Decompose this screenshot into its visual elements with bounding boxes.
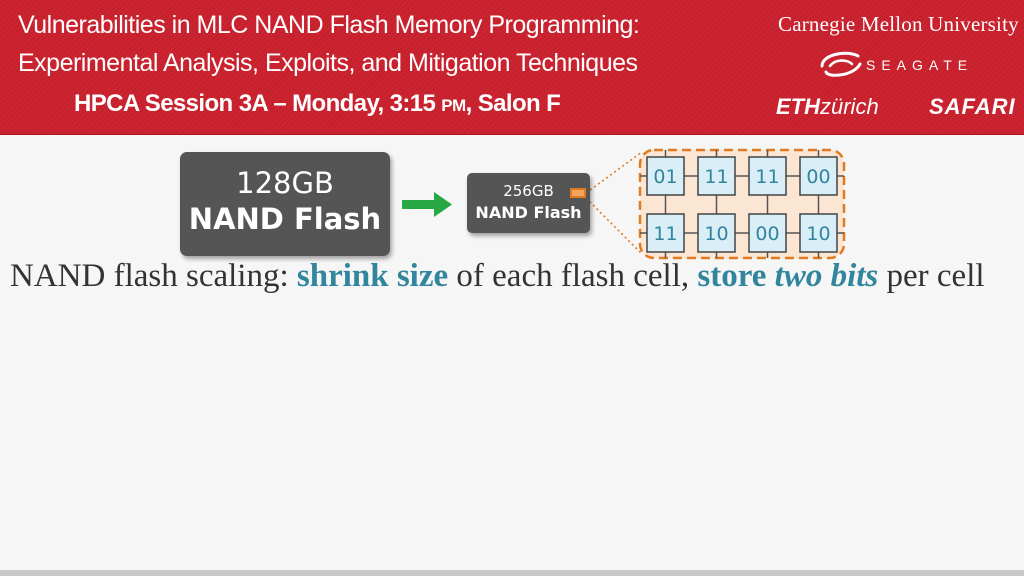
chip-256gb-capacity: 256GB: [503, 182, 554, 200]
flash-cell: 00: [748, 213, 787, 253]
caption-highlight-store: store: [697, 258, 775, 294]
chip-128gb-label: NAND Flash: [188, 202, 382, 236]
cell-array-callout: [638, 148, 846, 260]
session-main: HPCA Session 3A – Monday, 3:15: [74, 90, 442, 117]
flash-cell: 01: [646, 156, 685, 196]
flash-cell-box: [697, 156, 736, 196]
flash-cell: 11: [748, 156, 787, 196]
flash-cell-bits: 10: [704, 223, 728, 245]
caption-highlight-shrink: shrink size: [296, 258, 449, 294]
chip-256gb: 256GB NAND Flash: [467, 173, 590, 233]
slide-caption: NAND flash scaling: shrink size of each …: [10, 258, 985, 295]
bottom-bar: [0, 570, 1024, 576]
caption-highlight-two-bits: two bits: [774, 258, 879, 294]
flash-cell: 00: [799, 156, 838, 196]
title-banner: Vulnerabilities in MLC NAND Flash Memory…: [0, 0, 1024, 135]
callout-line-bottom: [585, 197, 643, 255]
flash-cell-bits: 00: [806, 166, 830, 188]
flash-cell-box: [799, 213, 838, 253]
title-line-2: Experimental Analysis, Exploits, and Mit…: [18, 49, 638, 77]
cmu-logo: Carnegie Mellon University: [778, 12, 1019, 36]
flash-cell: 11: [697, 156, 736, 196]
chip-cell-marker: [570, 188, 586, 198]
slide-title: Vulnerabilities in MLC NAND Flash Memory…: [18, 6, 758, 82]
flash-cell-bits: 00: [755, 223, 779, 245]
eth-zurich-logo: ETHzürich: [776, 94, 879, 120]
flash-cell-bits: 01: [653, 166, 677, 188]
flash-cell-bits: 11: [704, 166, 728, 188]
caption-part-3: per cell: [878, 258, 985, 294]
caption-part-2: of each flash cell,: [448, 258, 698, 294]
flash-cell-bits: 11: [653, 223, 677, 245]
flash-cell-box: [646, 156, 685, 196]
flash-cell-box: [697, 213, 736, 253]
flash-cell-bits: 11: [755, 166, 779, 188]
flash-cell-bits: 10: [806, 223, 830, 245]
flash-cell: 11: [646, 213, 685, 253]
seagate-wordmark: SEAGATE: [866, 57, 974, 73]
scaling-arrow-icon: [402, 192, 452, 217]
zurich-wordmark: zürich: [820, 94, 879, 119]
safari-logo: SAFARI: [929, 94, 1016, 119]
flash-cell-box: [646, 213, 685, 253]
flash-cell-box: [799, 156, 838, 196]
session-info: HPCA Session 3A – Monday, 3:15 PM, Salon…: [74, 90, 561, 118]
seagate-swoosh-icon: [820, 51, 862, 77]
cell-grid: 01 11 11 00 11 10 00 10: [640, 150, 844, 258]
flash-cell: 10: [697, 213, 736, 253]
session-pm: PM: [441, 96, 466, 115]
session-tail: , Salon F: [465, 90, 561, 117]
title-line-1: Vulnerabilities in MLC NAND Flash Memory…: [18, 11, 640, 39]
callout-line-top: [585, 151, 643, 194]
chip-128gb: 128GB NAND Flash: [180, 152, 390, 256]
chip-256gb-label: NAND Flash: [475, 203, 582, 222]
eth-wordmark: ETH: [776, 94, 820, 119]
flash-cell-box: [748, 213, 787, 253]
chip-128gb-capacity: 128GB: [236, 166, 334, 200]
flash-cell: 10: [799, 213, 838, 253]
flash-cell-box: [748, 156, 787, 196]
caption-part-1: NAND flash scaling:: [10, 258, 297, 294]
